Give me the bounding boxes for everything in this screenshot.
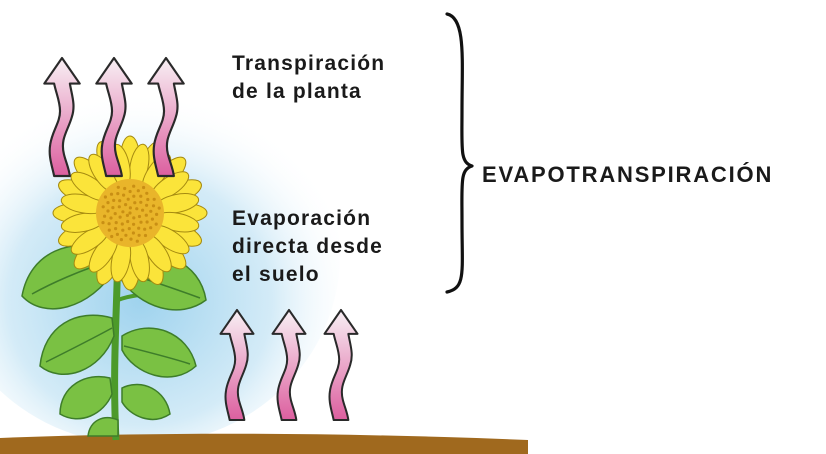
seed <box>137 214 142 219</box>
seed <box>111 206 115 210</box>
seed <box>106 201 110 205</box>
seed <box>150 217 154 221</box>
seed <box>128 189 132 194</box>
seed <box>122 193 126 197</box>
seed <box>114 227 118 231</box>
seed <box>141 208 145 212</box>
seed <box>125 213 129 217</box>
vapor-arrow-icon <box>323 308 359 422</box>
sunflower-plant-icon <box>21 135 208 441</box>
transpiration-label: Transpiración de la planta <box>232 52 386 103</box>
seed <box>116 192 120 196</box>
seed <box>109 192 114 196</box>
seed <box>143 227 147 231</box>
seed <box>137 226 141 230</box>
seed <box>118 215 122 219</box>
seed <box>128 206 132 210</box>
seed <box>136 189 140 193</box>
seed <box>124 233 128 237</box>
seed <box>154 222 158 226</box>
seed <box>106 209 110 213</box>
flower-seeds <box>101 184 161 243</box>
seed <box>157 206 161 210</box>
seed <box>135 207 139 211</box>
seed <box>127 227 131 231</box>
seed <box>124 203 128 207</box>
seed <box>132 216 136 220</box>
seed <box>109 216 113 220</box>
seed <box>126 197 130 201</box>
curly-brace-icon <box>445 12 474 294</box>
seed <box>135 239 139 243</box>
seed <box>107 228 111 232</box>
seed <box>132 194 136 198</box>
seed <box>103 195 107 199</box>
seed <box>120 222 124 226</box>
direct-evaporation-label: Evaporación directa desde el suelo <box>232 207 383 286</box>
seed <box>117 205 121 209</box>
seed <box>116 185 120 189</box>
seed <box>128 211 132 215</box>
soil-strip <box>0 433 528 454</box>
seed <box>142 185 146 190</box>
seed <box>121 210 125 214</box>
seed <box>113 212 117 216</box>
seed <box>132 184 136 188</box>
seed <box>103 214 107 218</box>
seed <box>133 201 137 205</box>
seed <box>115 232 119 236</box>
seed <box>132 222 136 226</box>
seed <box>123 186 127 191</box>
seed <box>143 233 148 238</box>
seed <box>121 228 125 232</box>
seed <box>139 220 143 224</box>
seed <box>145 191 149 195</box>
seed <box>149 209 153 213</box>
transpiration-arrows <box>43 56 185 178</box>
seed <box>126 219 130 224</box>
seed <box>155 212 159 216</box>
seed <box>149 226 153 230</box>
seed <box>101 205 105 209</box>
seed <box>119 238 123 242</box>
seed <box>137 233 141 237</box>
seed <box>129 237 133 241</box>
seed <box>139 200 143 204</box>
seed <box>112 198 116 202</box>
seed <box>146 197 150 202</box>
seed <box>118 199 122 203</box>
seed <box>145 220 149 224</box>
seed <box>152 197 156 201</box>
seed <box>131 231 135 235</box>
evapotranspiration-label: EVAPOTRANSPIRACIÓN <box>482 162 774 187</box>
seed <box>107 222 111 226</box>
seed <box>144 213 148 217</box>
sunflower-petals <box>52 135 208 291</box>
seed <box>151 204 156 208</box>
seed <box>110 234 114 239</box>
seed <box>114 221 118 225</box>
seed <box>139 194 143 198</box>
seed <box>145 203 149 207</box>
seed <box>101 221 105 225</box>
